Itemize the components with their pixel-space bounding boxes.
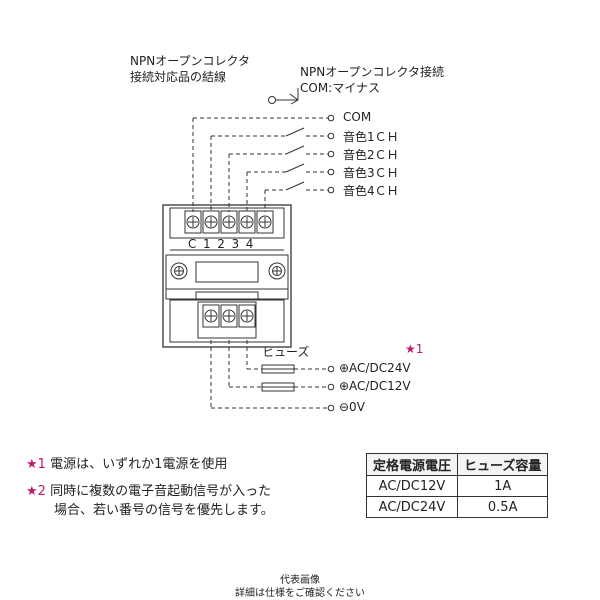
- mounting-screws: [170, 262, 286, 280]
- ch3-label: 音色3ＣＨ: [343, 166, 399, 180]
- note-2: ★2 同時に複数の電子音起動信号が入った 場合、若い番号の信号を優先します。: [26, 482, 274, 520]
- cell-voltage: AC/DC24V: [365, 496, 459, 518]
- footer-representative: 代表画像: [280, 575, 320, 586]
- npn-connection-label-2: COM:マイナス: [300, 81, 380, 95]
- note-2-text-2: 場合、若い番号の信号を優先します。: [54, 503, 274, 518]
- header-voltage: 定格電源電圧: [365, 453, 459, 476]
- cell-voltage: AC/DC12V: [365, 475, 459, 497]
- power-terminals: [327, 365, 335, 412]
- npn-wiring-label-2: 接続対応品の結線: [130, 70, 227, 84]
- zero-v-label: ⊖0V: [339, 400, 365, 414]
- ac24-label: ⊕AC/DC24V: [339, 361, 411, 375]
- ch1-label: 音色1ＣＨ: [343, 130, 399, 144]
- table-row: AC/DC12V 1A: [365, 475, 549, 497]
- signal-terminals: [327, 114, 335, 194]
- star1-mark: ★1: [405, 342, 424, 356]
- note-2-star: ★2: [26, 484, 46, 499]
- header-fuse: ヒューズ容量: [457, 453, 549, 476]
- footer-details: 詳細は仕様をご確認ください: [235, 588, 365, 599]
- ac12-label: ⊕AC/DC12V: [339, 379, 411, 393]
- table-header-row: 定格電源電圧 ヒューズ容量: [365, 453, 549, 476]
- power-wires: [210, 340, 328, 409]
- spec-table: 定格電源電圧 ヒューズ容量 AC/DC12V 1A AC/DC24V 0.5A: [365, 453, 549, 518]
- signal-wires: [192, 117, 328, 212]
- table-row: AC/DC24V 0.5A: [365, 496, 549, 518]
- ch2-label: 音色2ＣＨ: [343, 148, 399, 162]
- fuse-label: ヒューズ: [262, 345, 310, 359]
- note-1-star: ★1: [26, 457, 46, 472]
- device-body: [162, 204, 292, 348]
- note-2-text-1: 同時に複数の電子音起動信号が入った: [50, 484, 272, 499]
- top-terminal-block: [184, 210, 274, 234]
- npn-connection-label-1: NPNオープンコレクタ接続: [300, 65, 444, 79]
- note-1-text: 電源は、いずれか1電源を使用: [50, 457, 228, 472]
- com-label: COM: [343, 110, 372, 124]
- ch4-label: 音色4ＣＨ: [343, 184, 399, 198]
- switch-contacts: [285, 127, 305, 191]
- npn-wiring-label-1: NPNオープンコレクタ: [130, 54, 250, 68]
- bottom-terminal-block: [202, 304, 256, 328]
- note-1: ★1 電源は、いずれか1電源を使用: [26, 455, 227, 474]
- fuse-symbols: [261, 364, 295, 392]
- npn-symbol: [268, 88, 299, 105]
- cell-fuse: 0.5A: [457, 496, 549, 518]
- terminal-marks: C 1 2 3 4: [188, 237, 255, 251]
- cell-fuse: 1A: [457, 475, 549, 497]
